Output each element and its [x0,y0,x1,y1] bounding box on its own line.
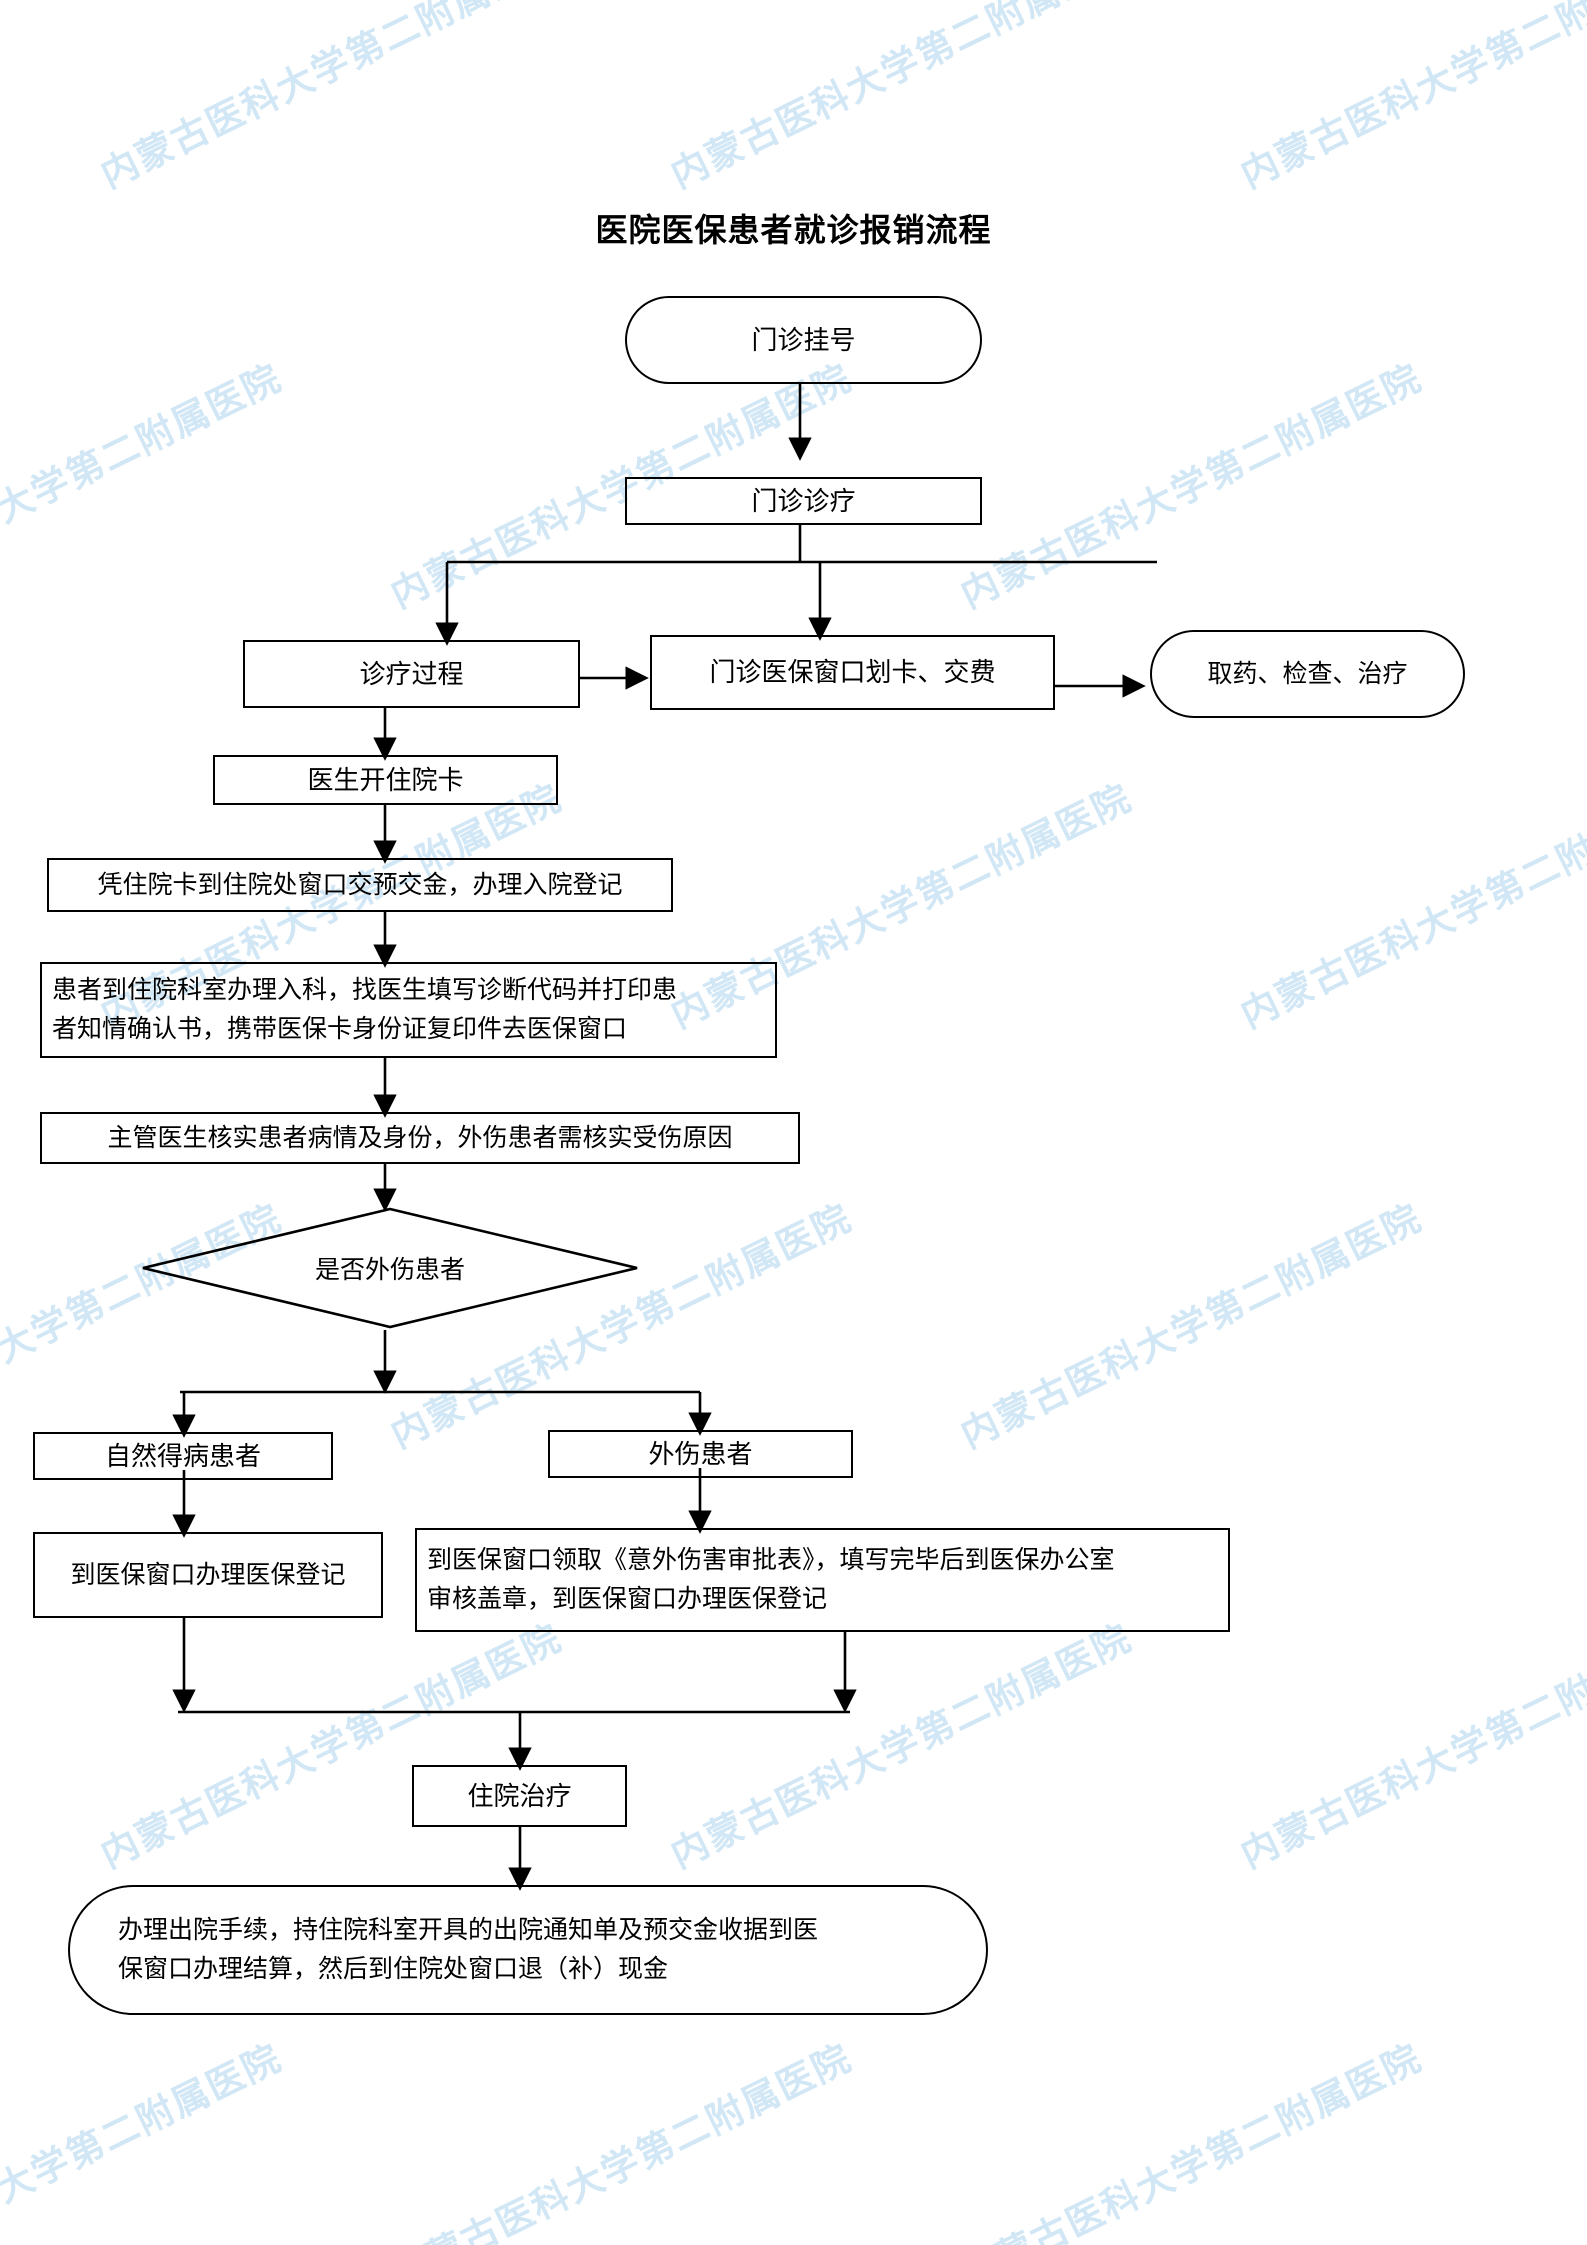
node-label: 自然得病患者 [104,1440,261,1471]
diamond-shape [142,1207,638,1329]
node-outpatient-treatment[interactable]: 门诊诊疗 [625,477,982,525]
node-label: 住院治疗 [467,1780,572,1811]
node-label: 到医保窗口办理医保登记 [70,1560,346,1589]
node-label: 门诊医保窗口划卡、交费 [709,657,996,688]
node-insurance-window-payment[interactable]: 门诊医保窗口划卡、交费 [650,635,1055,710]
node-label: 诊疗过程 [359,658,464,689]
node-trauma-patient[interactable]: 外伤患者 [548,1430,853,1478]
node-doctor-verify-condition-identity[interactable]: 主管医生核实患者病情及身份，外伤患者需核实受伤原因 [40,1112,800,1164]
node-ward-admission-diagnosis-code[interactable]: 患者到住院科室办理入科，找医生填写诊断代码并打印患 者知情确认书，携带医保卡身份… [40,962,777,1058]
node-label: 外伤患者 [648,1438,753,1469]
node-label: 到医保窗口领取《意外伤害审批表》，填写完毕后到医保办公室 审核盖章，到医保窗口办… [427,1546,1115,1613]
node-discharge-settlement[interactable]: 办理出院手续，持住院科室开具的出院通知单及预交金收据到医 保窗口办理结算，然后到… [68,1885,988,2015]
node-inpatient-treatment[interactable]: 住院治疗 [412,1765,627,1827]
node-label: 主管医生核实患者病情及身份，外伤患者需核实受伤原因 [107,1123,733,1152]
page-title: 医院医保患者就诊报销流程 [595,212,992,248]
node-doctor-issues-admission-card[interactable]: 医生开住院卡 [213,755,558,805]
node-pharmacy-exam-therapy[interactable]: 取药、检查、治疗 [1150,630,1465,718]
node-natural-illness-patient[interactable]: 自然得病患者 [33,1432,333,1480]
node-label: 凭住院卡到住院处窗口交预交金，办理入院登记 [97,870,623,899]
node-label: 办理出院手续，持住院科室开具的出院通知单及预交金收据到医 保窗口办理结算，然后到… [118,1916,819,1983]
node-outpatient-registration[interactable]: 门诊挂号 [625,296,982,384]
node-label: 门诊诊疗 [751,485,856,516]
node-label: 医生开住院卡 [307,764,464,795]
node-is-trauma-patient[interactable]: 是否外伤患者 [140,1206,640,1330]
node-insurance-window-registration[interactable]: 到医保窗口办理医保登记 [33,1532,383,1618]
node-label: 是否外伤患者 [314,1256,465,1284]
node-treatment-process[interactable]: 诊疗过程 [243,640,580,708]
node-label: 门诊挂号 [751,324,856,355]
node-accident-approval-form[interactable]: 到医保窗口领取《意外伤害审批表》，填写完毕后到医保办公室 审核盖章，到医保窗口办… [415,1528,1230,1632]
node-pay-deposit-admission-registration[interactable]: 凭住院卡到住院处窗口交预交金，办理入院登记 [47,858,673,912]
node-label: 患者到住院科室办理入科，找医生填写诊断代码并打印患 者知情确认书，携带医保卡身份… [52,976,678,1043]
node-label: 取药、检查、治疗 [1207,659,1408,688]
